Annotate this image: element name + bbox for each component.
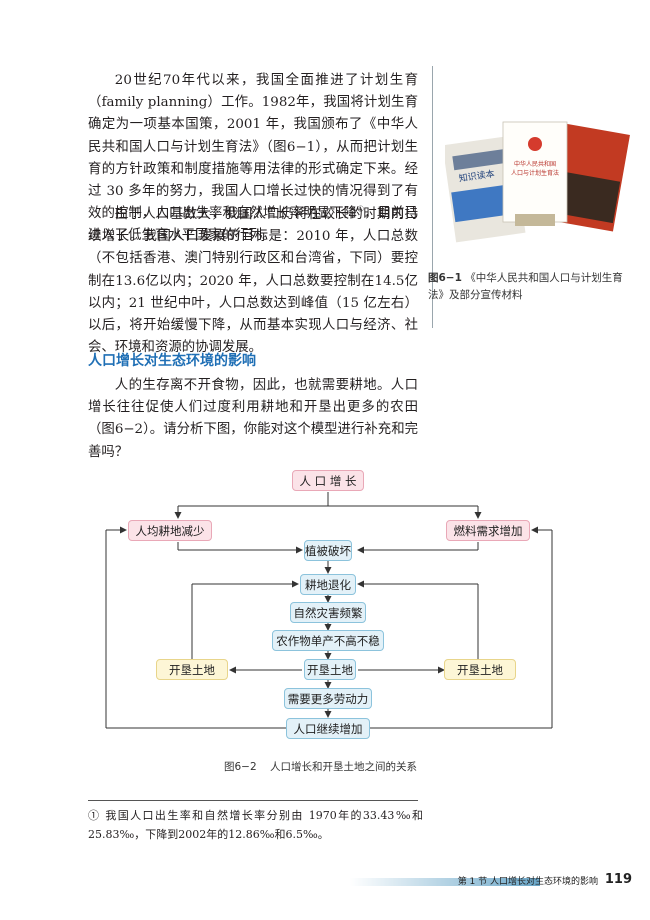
page-number: 119	[604, 872, 632, 887]
section-heading: 人口增长对生态环境的影响	[88, 353, 256, 369]
box-land-degradation: 耕地退化	[300, 574, 356, 595]
footnote-reference[interactable]: ①	[357, 204, 365, 214]
body-paragraph-3: 人的生存离不开食物，因此，也就需要耕地。人口增长往往促使人们过度利用耕地和开垦出…	[88, 378, 418, 460]
population-land-diagram: 人 口 增 长 人均耕地减少 燃料需求增加 植被破坏 耕地退化 自然灾害频繁 农…	[100, 460, 560, 750]
page-footer: 第 1 节 人口增长对生态环境的影响 119	[350, 868, 650, 894]
figure-6-2-caption-text: 人口增长和开垦土地之间的关系	[270, 761, 418, 773]
footnote-divider	[88, 800, 418, 801]
body-paragraph-2: 由于人口基数大，我国人口仍将在较长的时期内持续增长。我国人口发展的目标是：201…	[88, 207, 418, 356]
box-land-reclamation-right: 开垦土地	[444, 659, 516, 680]
footnote: ① 我国人口出生率和自然增长率分别由 1970年的33.43‰和25.83‰，下…	[88, 806, 423, 844]
box-population-continues: 人口继续增加	[286, 718, 370, 739]
figure-6-1-image: 知识读本 中华人民共和国人口与计划生育法	[445, 121, 630, 243]
sidebar-divider	[432, 66, 433, 328]
box-fuel-demand-increase: 燃料需求增加	[446, 520, 530, 541]
figure-6-2-number: 图6−2	[224, 761, 257, 773]
paragraph-1-text: 20世纪70年代以来，我国全面推进了计划生育（family planning）工…	[88, 73, 418, 222]
law-book-base	[515, 214, 555, 226]
figure-6-1-caption: 图6−1 《中华人民共和国人口与计划生育法》及部分宣传材料	[428, 270, 638, 304]
law-book-title: 中华人民共和国人口与计划生育法	[511, 160, 559, 177]
box-land-reclamation-left: 开垦土地	[156, 659, 228, 680]
figure-6-1-number: 图6−1	[428, 272, 462, 284]
emblem-icon	[528, 137, 542, 151]
box-more-labor: 需要更多劳动力	[284, 688, 372, 709]
figure-6-2-caption: 图6−2 人口增长和开垦土地之间的关系	[224, 759, 417, 774]
box-population-growth: 人 口 增 长	[292, 470, 364, 491]
footer-section-title: 第 1 节 人口增长对生态环境的影响	[457, 877, 598, 887]
footnote-text: 我国人口出生率和自然增长率分别由 1970年的33.43‰和25.83‰，下降到…	[88, 809, 423, 841]
textbook-title-band	[452, 147, 516, 171]
footer-gradient-bar	[350, 878, 540, 886]
body-paragraph-1: 20世纪70年代以来，我国全面推进了计划生育（family planning）工…	[88, 70, 418, 248]
book-photo	[553, 171, 621, 224]
footnote-marker: ①	[88, 809, 101, 822]
box-unstable-yield: 农作物单产不高不稳	[272, 630, 384, 651]
paragraph-1-text-end: ，目前已进入了低生育水平国家的行列。	[88, 206, 419, 244]
diagram-connectors	[105, 492, 553, 729]
box-vegetation-destruction: 植被破坏	[304, 540, 352, 561]
box-frequent-disasters: 自然灾害频繁	[290, 602, 366, 623]
box-arable-land-decrease: 人均耕地减少	[128, 520, 212, 541]
figure-6-1-caption-text: 《中华人民共和国人口与计划生育法》及部分宣传材料	[428, 272, 623, 301]
box-land-reclamation: 开垦土地	[304, 659, 356, 680]
textbook-band	[451, 183, 517, 223]
